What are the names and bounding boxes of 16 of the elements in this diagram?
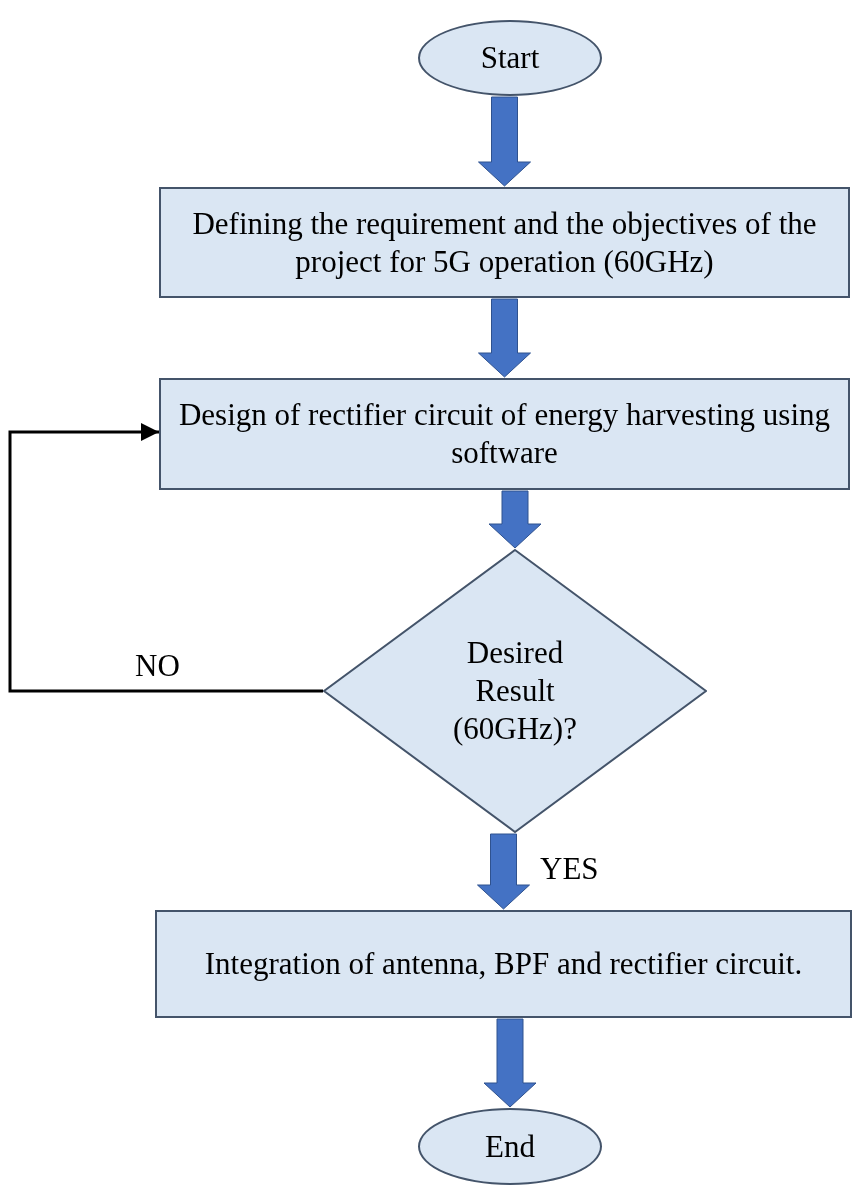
node-label: Defining the requirement and the objectives of the project for 5G operation (60GHz) [191,204,818,281]
node-label: Start [479,39,541,77]
block-arrow [478,298,531,378]
process-box [155,910,852,1018]
node-label: Design of rectifier circuit of energy harvesting using software [177,396,832,472]
process-box [159,378,850,490]
block-arrow [478,96,531,187]
block-arrow [488,490,542,549]
node-label: Desired Result (60GHz)? [452,634,578,748]
block-arrow [477,833,530,910]
process-box [159,187,850,298]
arrow [8,423,323,693]
block-arrow [483,1018,537,1108]
node-label: Integration of antenna, BPF and rectifier circuit. [203,945,804,983]
decision-diamond [323,549,707,833]
node-label: End [484,1127,536,1166]
